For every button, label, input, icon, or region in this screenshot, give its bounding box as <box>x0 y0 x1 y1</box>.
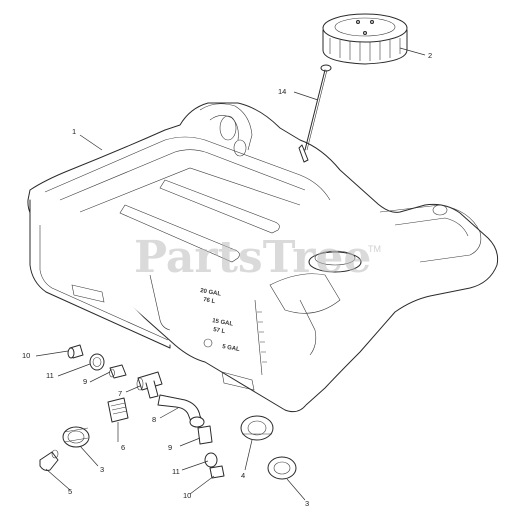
callout-2: 2 <box>428 51 432 60</box>
callout-11-upper: 11 <box>46 371 54 380</box>
callout-3-left: 3 <box>100 465 104 474</box>
callout-9-upper: 9 <box>83 377 87 386</box>
fitting-10-upper[interactable] <box>67 344 84 359</box>
elbow-5[interactable] <box>39 449 59 471</box>
leader-lines <box>35 47 426 501</box>
washer-11-upper[interactable] <box>89 353 105 371</box>
callout-14: 14 <box>278 87 286 96</box>
callout-11-lower: 11 <box>172 467 180 476</box>
washer-11-lower[interactable] <box>204 452 218 468</box>
callout-4: 4 <box>241 471 245 480</box>
filter-6[interactable] <box>107 397 129 423</box>
callout-7: 7 <box>118 389 122 398</box>
bulkhead-4[interactable] <box>240 415 274 441</box>
callout-10-lower: 10 <box>183 491 191 500</box>
elbow-fitting-8[interactable] <box>157 394 205 428</box>
fuel-cap[interactable] <box>322 13 408 65</box>
tee-fitting-7[interactable] <box>136 371 163 399</box>
tank-marking-20gal: 20 GAL <box>200 288 222 298</box>
nut-9-lower[interactable] <box>197 425 213 445</box>
tank-marking-76l: 76 L <box>203 297 216 305</box>
callout-8: 8 <box>152 415 156 424</box>
bulkhead-3-right[interactable] <box>267 456 297 480</box>
callout-5: 5 <box>68 487 72 496</box>
tank-marking-57l: 57 L <box>213 327 226 335</box>
bulkhead-3-left[interactable] <box>62 426 90 448</box>
callout-3-right: 3 <box>305 499 309 508</box>
nut-9-upper[interactable] <box>109 364 127 379</box>
fuel-gauge-rod[interactable] <box>298 64 332 163</box>
watermark-text: PartsTree <box>134 232 371 283</box>
callout-10-upper: 10 <box>22 351 30 360</box>
callout-6: 6 <box>121 443 125 452</box>
tank-marking-5gal: 5 GAL <box>222 344 241 353</box>
watermark-tm: TM <box>368 244 381 254</box>
callout-9-lower: 9 <box>168 443 172 452</box>
callout-1: 1 <box>72 127 76 136</box>
fuel-tank[interactable] <box>27 102 499 413</box>
tank-marking-15gal: 15 GAL <box>212 318 234 328</box>
fitting-10-lower[interactable] <box>209 465 225 479</box>
